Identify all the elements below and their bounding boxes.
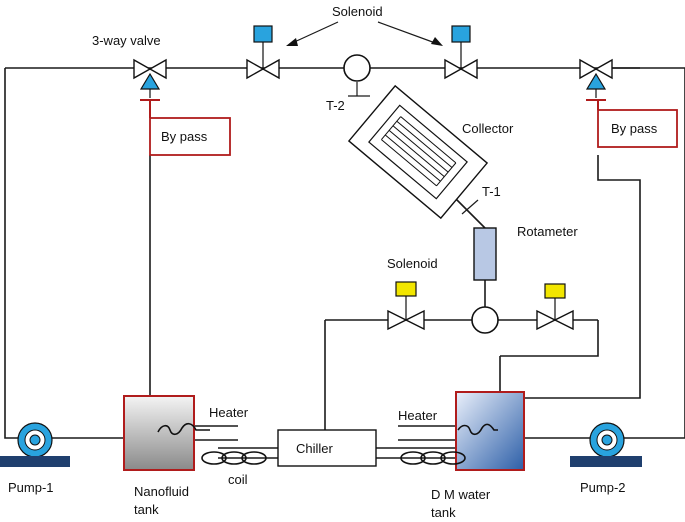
bypass-right-label: By pass bbox=[611, 121, 658, 136]
pump-2 bbox=[570, 422, 642, 467]
heater-left-label: Heater bbox=[209, 405, 249, 420]
collector-label: Collector bbox=[462, 121, 514, 136]
solenoid-valve-mid-left bbox=[387, 281, 425, 331]
flow-sensor-mid bbox=[471, 306, 499, 334]
three-way-valve-right bbox=[579, 58, 613, 101]
pump-1 bbox=[0, 422, 70, 467]
pump1-label: Pump-1 bbox=[8, 480, 54, 495]
rotameter-label: Rotameter bbox=[517, 224, 578, 239]
dm-water-tank-label: D M water bbox=[431, 487, 491, 502]
t1-label: T-1 bbox=[482, 184, 501, 199]
heater-icon bbox=[157, 422, 210, 436]
rotameter-icon bbox=[473, 227, 497, 281]
heater-right-label: Heater bbox=[398, 408, 438, 423]
coil-label: coil bbox=[228, 472, 248, 487]
nanofluid-tank-label-2: tank bbox=[134, 502, 159, 517]
coil-icon bbox=[201, 451, 267, 465]
dm-water-tank-label-2: tank bbox=[431, 505, 456, 520]
bypass-box-right bbox=[597, 109, 678, 148]
solar-collector bbox=[347, 84, 489, 220]
dm-water-tank bbox=[455, 391, 525, 471]
nanofluid-tank bbox=[123, 395, 195, 471]
solenoid-mid-label: Solenoid bbox=[387, 256, 438, 271]
solenoid-valve-top-right bbox=[444, 25, 478, 80]
chiller-label: Chiller bbox=[296, 441, 334, 456]
solenoid-valve-icon bbox=[253, 25, 273, 43]
three-way-valve-left bbox=[133, 58, 167, 101]
three-way-valve-label: 3-way valve bbox=[92, 33, 161, 48]
solenoid-valve-icon bbox=[451, 25, 471, 43]
three-way-valve-icon bbox=[139, 72, 161, 90]
chiller-box bbox=[277, 429, 377, 467]
solenoid-valve-top-left bbox=[246, 25, 280, 80]
solenoid-valve-icon bbox=[395, 281, 417, 297]
solenoid-top-label: Solenoid bbox=[332, 4, 383, 19]
coil-icon bbox=[400, 451, 466, 465]
piping bbox=[4, 67, 685, 459]
t2-label: T-2 bbox=[326, 98, 345, 113]
solenoid-valve-mid-right bbox=[536, 283, 574, 331]
heater-icon bbox=[457, 423, 498, 436]
solenoid-valve-icon bbox=[544, 283, 566, 299]
flow-sensor-top bbox=[343, 54, 371, 82]
bypass-left-label: By pass bbox=[161, 129, 208, 144]
nanofluid-tank-label: Nanofluid bbox=[134, 484, 189, 499]
pump2-label: Pump-2 bbox=[580, 480, 626, 495]
three-way-valve-icon bbox=[585, 72, 607, 90]
bypass-box-left bbox=[149, 117, 231, 156]
